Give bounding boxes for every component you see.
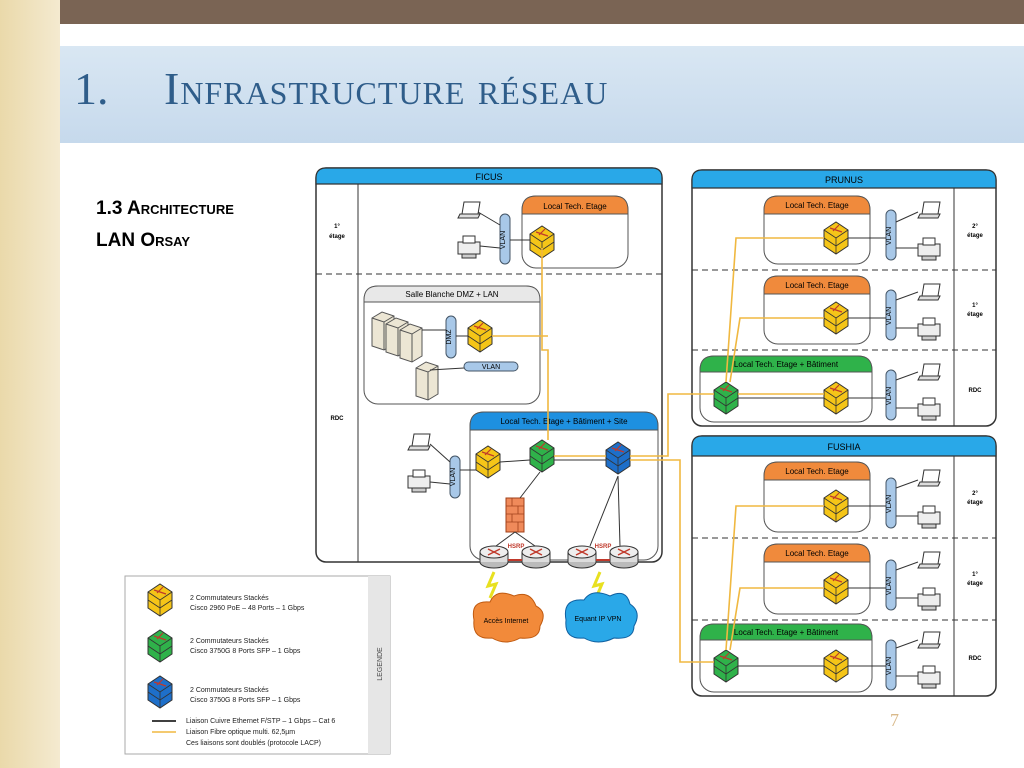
slide-subtitle: 1.3 Architecture LAN Orsay [96,193,234,257]
prunus-header: PRUNUS [825,175,863,185]
left-decor-bar [0,0,60,768]
router-icon [609,545,639,569]
subtitle-line-1: 1.3 Architecture [96,198,234,219]
legend-item1-line1: 2 Commutateurs Stackés [190,595,269,602]
prunus-building: PRUNUS 2° étage 1° étage RDC Local Tech.… [691,169,997,427]
server-icon [415,361,439,401]
prunus-vlan-3: VLAN [886,387,893,405]
prunus-floor2-label: 2° [972,224,978,230]
legend-item2-line2: Cisco 3750G 8 Ports SFP – 1 Gbps [190,648,301,655]
fushia-local-etage-1: Local Tech. Etage [785,549,849,558]
prunus-floor2-etage: étage [967,233,983,239]
ficus-local-etage-label: Local Tech. Etage [543,202,607,211]
dmz-label: DMZ [446,329,453,345]
prunus-floor1-label: 1° [972,303,978,309]
router-icon [479,545,509,569]
internet-cloud-icon [472,592,544,643]
vpn-cloud-icon [564,592,638,643]
prunus-local-batiment: Local Tech. Etage + Bâtiment [734,360,839,369]
ficus-vlan-3: VLAN [450,468,457,486]
top-decor-bar [60,0,1024,24]
hsrp-label-2: HSRP [595,544,612,550]
lightning-icon [485,571,499,599]
ficus-header: FICUS [476,172,503,182]
fiber-links [492,237,824,663]
ficus-floor-label: 1° [334,224,340,230]
fushia-floor1-label: 1° [972,572,978,578]
salle-blanche-label: Salle Blanche DMZ + LAN [405,290,498,299]
fushia-building: FUSHIA 2° étage 1° étage RDC Local Tech.… [691,435,997,697]
hsrp-label: HSRP [508,544,525,550]
fushia-floor1-etage: étage [967,581,983,587]
local-site-label: Local Tech. Etage + Bâtiment + Site [500,417,628,426]
fushia-rdc-label: RDC [969,656,983,662]
title-band [60,46,1024,143]
vpn-label: Equant IP VPN [575,616,622,623]
fushia-vlan-1: VLAN [886,495,893,513]
fushia-vlan-3: VLAN [886,657,893,675]
firewall-icon [505,497,525,533]
legend-fiber-line: Liaison Fibre optique multi. 62,5µm [186,729,295,736]
ficus-header-bar [315,167,663,185]
prunus-local-etage-1: Local Tech. Etage [785,281,849,290]
prunus-vlan-1: VLAN [886,227,893,245]
legend-item2-line1: 2 Commutateurs Stackés [190,638,269,645]
slide-title: 1. Infrastructure réseau [74,62,608,115]
router-icon [567,545,597,569]
fushia-local-batiment: Local Tech. Etage + Bâtiment [734,628,839,637]
internet-label: Accès Internet [484,618,529,625]
title-number: 1. [74,63,109,114]
legend-title: LEGENDE [377,647,384,681]
prunus-rdc-label: RDC [969,388,983,394]
router-icon [521,545,551,569]
ficus-vlan-1: VLAN [500,231,507,249]
legend-panel: LEGENDE 2 Commutateurs Stackés Cisco 296… [124,575,391,755]
prunus-vlan-2: VLAN [886,307,893,325]
ficus-rdc-label: RDC [331,416,345,422]
legend-item1-line2: Cisco 2960 PoE – 48 Ports – 1 Gbps [190,605,305,612]
fushia-header: FUSHIA [827,442,860,452]
subtitle-line-2: LAN Orsay [96,230,191,251]
legend-copper-line: Liaison Cuivre Ethernet F/STP – 1 Gbps –… [186,718,335,725]
prunus-local-etage-2: Local Tech. Etage [785,201,849,210]
ficus-vlan-2: VLAN [482,364,500,371]
ficus-floor-label-2: étage [329,234,345,240]
server-icon [399,323,423,363]
prunus-floor1-etage: étage [967,312,983,318]
lightning-icon [591,571,605,599]
fushia-local-etage-2: Local Tech. Etage [785,467,849,476]
legend-lacp-note: Ces liaisons sont doublés (protocole LAC… [186,740,321,747]
fushia-floor2-etage: étage [967,500,983,506]
legend-item3-line2: Cisco 3750G 8 Ports SFP – 1 Gbps [190,697,301,704]
page-number: 7 [890,710,899,730]
legend-item3-line1: 2 Commutateurs Stackés [190,687,269,694]
fushia-floor2-label: 2° [972,491,978,497]
ficus-building: FICUS 1° étage RDC Local Tech. Etage VLA… [315,167,663,643]
title-text: Infrastructure réseau [164,63,609,114]
fushia-vlan-2: VLAN [886,577,893,595]
